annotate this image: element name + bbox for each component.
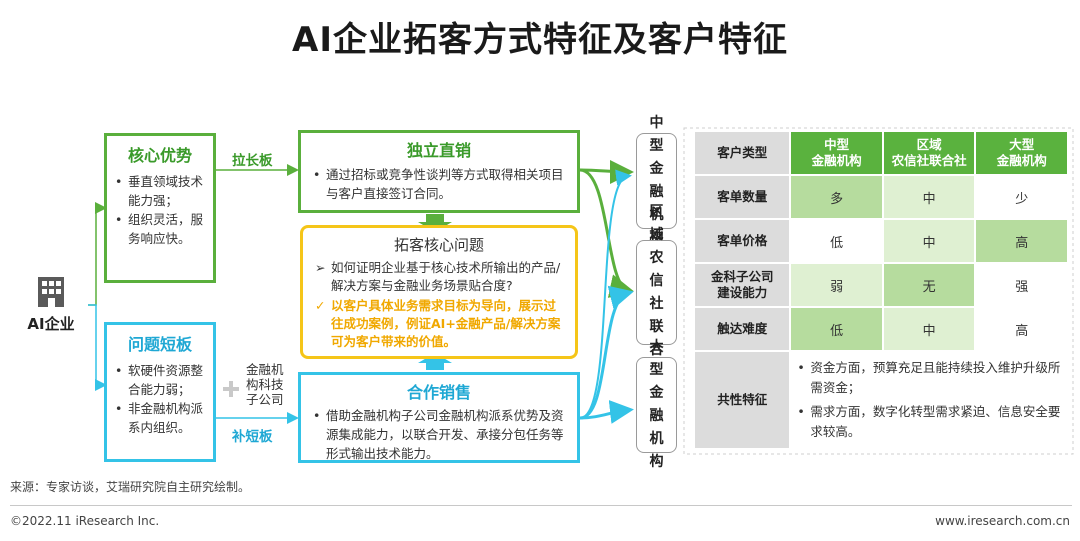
- table-cell: 中: [883, 220, 975, 262]
- table-cell: 中: [883, 308, 975, 350]
- table-row: 客单价格 低 中 高: [695, 220, 1067, 262]
- coop-sales-title: 合作销售: [406, 383, 471, 402]
- header-customer-type: 客户类型: [695, 132, 790, 174]
- table-cell: 弱: [791, 264, 882, 306]
- connector-coop-regional: [579, 285, 634, 420]
- ai-entity-label: AI企业: [27, 315, 75, 333]
- arrow-bullet-icon: ➢: [315, 260, 326, 275]
- header-large: 大型 金融机构: [976, 132, 1067, 174]
- row-label: 触达难度: [695, 308, 790, 350]
- table-cell: 中: [883, 176, 975, 218]
- table-cell: 高: [976, 308, 1067, 350]
- lengthen-label: 拉长板: [232, 153, 273, 169]
- table-cell: 无: [883, 264, 975, 306]
- connector-coop-mid: [579, 169, 632, 419]
- table-cell: 少: [976, 176, 1067, 218]
- table-cell: 低: [791, 220, 882, 262]
- row-label: 金科子公司 建设能力: [695, 264, 790, 306]
- table-row: 客单数量 多 中 少: [695, 176, 1067, 218]
- direct-sales-box: 独立直销 通过招标或竞争性谈判等方式取得相关项目与客户直接签订合同。: [298, 130, 580, 213]
- strengths-title: 核心优势: [127, 146, 192, 165]
- plus-icon: [223, 381, 239, 397]
- table-row: 触达难度 低 中 高: [695, 308, 1067, 350]
- strengths-box: 核心优势 垂直领域技术能力强； 组织灵活，服务响应快。: [104, 133, 216, 283]
- customer-comparison-table: 客户类型 中型 金融机构 区域 农信社联合社 大型 金融机构 客单数量 多 中 …: [693, 130, 1067, 450]
- building-icon: [38, 277, 64, 307]
- core-problem-box: 拓客核心问题 ➢ 如何证明企业基于核心技术所输出的产品/解决方案与金融业务场景贴…: [300, 225, 578, 359]
- direct-sales-list: 通过招标或竞争性谈判等方式取得相关项目与客户直接签订合同。: [313, 165, 565, 203]
- weakness-list: 软硬件资源整合能力弱； 非金融机构派系内组织。: [115, 361, 205, 437]
- website-link[interactable]: www.iresearch.com.cn: [935, 514, 1070, 528]
- target-mid-institution: 中型金融机构: [636, 115, 677, 246]
- list-item: 软硬件资源整合能力弱；: [115, 361, 205, 399]
- check-icon: ✓: [315, 298, 326, 313]
- arrow-down: [418, 214, 452, 232]
- table-row-common: 共性特征 资金方面，预算充足且能持续投入维护升级所需资金； 需求方面，数字化转型…: [695, 352, 1067, 448]
- common-traits-cell: 资金方面，预算充足且能持续投入维护升级所需资金； 需求方面，数字化转型需求紧迫、…: [791, 352, 1067, 448]
- footer-divider: [10, 505, 1072, 506]
- page-title: AI企业拓客方式特征及客户特征: [292, 20, 788, 60]
- row-label: 共性特征: [695, 352, 790, 448]
- coop-sales-list: 借助金融机构子公司金融机构派系优势及资源集成能力，以联合开发、承接分包任务等形式…: [313, 406, 565, 463]
- weakness-title: 问题短板: [127, 335, 192, 354]
- row-label: 客单价格: [695, 220, 790, 262]
- table-cell: 强: [976, 264, 1067, 306]
- core-problem-question: ➢ 如何证明企业基于核心技术所输出的产品/解决方案与金融业务场景贴合度?: [315, 259, 563, 295]
- coop-sales-box: 合作销售 借助金融机构子公司金融机构派系优势及资源集成能力，以联合开发、承接分包…: [298, 372, 580, 463]
- common-traits-list: 资金方面，预算充足且能持续投入维护升级所需资金； 需求方面，数字化转型需求紧迫、…: [797, 358, 1061, 442]
- fill-gap-label: 补短板: [232, 429, 273, 445]
- list-item: 借助金融机构子公司金融机构派系优势及资源集成能力，以联合开发、承接分包任务等形式…: [313, 406, 565, 463]
- direct-sales-title: 独立直销: [406, 141, 471, 160]
- answer-text: 以客户具体业务需求目标为导向，展示过往成功案例，例证AI+金融产品/解决方案可为…: [331, 298, 561, 349]
- connector-entity-strengths: [88, 202, 107, 306]
- table-row: 金科子公司 建设能力 弱 无 强: [695, 264, 1067, 306]
- table-frame: [683, 127, 1074, 455]
- ai-entity: AI企业: [20, 275, 82, 334]
- header-regional: 区域 农信社联合社: [883, 132, 975, 174]
- row-label: 客单数量: [695, 176, 790, 218]
- table-header-row: 客户类型 中型 金融机构 区域 农信社联合社 大型 金融机构: [695, 132, 1067, 174]
- core-problem-title: 拓客核心问题: [393, 236, 484, 254]
- table-cell: 多: [791, 176, 882, 218]
- weakness-box: 问题短板 软硬件资源整合能力弱； 非金融机构派系内组织。: [104, 322, 216, 462]
- source-note: 来源：专家访谈，艾瑞研究院自主研究绘制。: [10, 480, 251, 494]
- list-item: 非金融机构派系内组织。: [115, 399, 205, 437]
- header-mid: 中型 金融机构: [791, 132, 882, 174]
- plus-note: 金融机构科技子公司: [246, 362, 284, 407]
- table-cell: 低: [791, 308, 882, 350]
- strengths-list: 垂直领域技术能力强； 组织灵活，服务响应快。: [115, 172, 205, 248]
- core-problem-answer: ✓ 以客户具体业务需求目标为导向，展示过往成功案例，例证AI+金融产品/解决方案…: [315, 297, 563, 351]
- list-item: 资金方面，预算充足且能持续投入维护升级所需资金；: [797, 358, 1061, 398]
- copyright: ©2022.11 iResearch Inc.: [10, 514, 160, 528]
- question-text: 如何证明企业基于核心技术所输出的产品/解决方案与金融业务场景贴合度?: [331, 260, 561, 293]
- connector-entity-weakness: [88, 304, 107, 391]
- list-item: 组织灵活，服务响应快。: [115, 210, 205, 248]
- target-large-institution: 大型金融机构: [636, 339, 677, 470]
- connector-direct-regional: [579, 168, 634, 298]
- connector-coop-large: [579, 400, 634, 424]
- table-cell: 高: [976, 220, 1067, 262]
- list-item: 需求方面，数字化转型需求紧迫、信息安全要求较高。: [797, 402, 1061, 442]
- arrow-up: [418, 353, 452, 370]
- list-item: 通过招标或竞争性谈判等方式取得相关项目与客户直接签订合同。: [313, 165, 565, 203]
- list-item: 垂直领域技术能力强；: [115, 172, 205, 210]
